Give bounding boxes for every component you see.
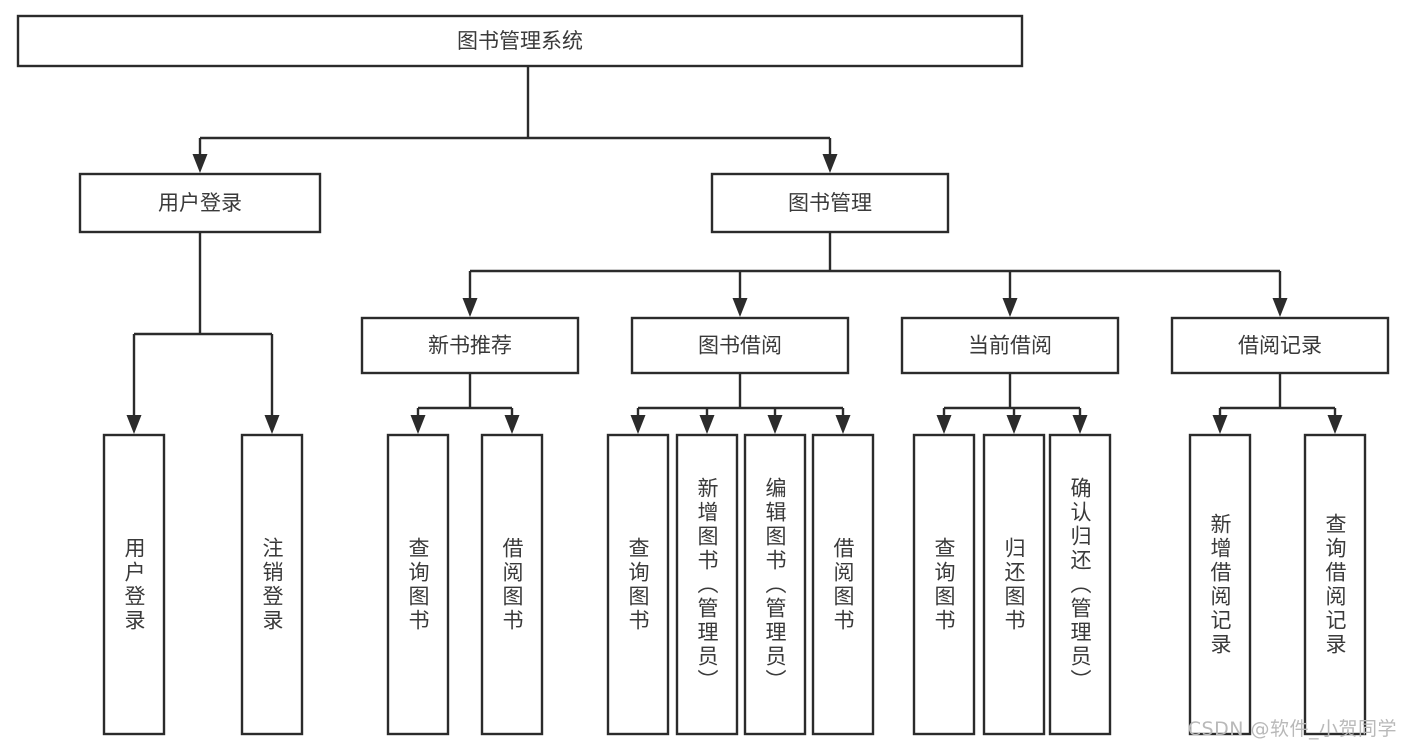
node-leaf-return-book[interactable] [982, 433, 1046, 736]
node-box-leaf-add-borrow-record[interactable] [1188, 433, 1252, 736]
node-box-root[interactable] [16, 14, 1024, 68]
node-box-new-book-recommend[interactable] [360, 316, 580, 375]
node-leaf-borrow-book-recommend[interactable] [480, 433, 544, 736]
node-box-leaf-query-borrow-record[interactable] [1303, 433, 1367, 736]
node-leaf-add-book-admin[interactable] [675, 433, 739, 736]
node-leaf-borrow-book[interactable] [811, 433, 875, 736]
arrow-down-icon [822, 154, 838, 173]
node-label-borrow-record: 借阅记录 [1238, 334, 1322, 358]
node-leaf-query-book-borrow[interactable] [606, 433, 670, 736]
node-new-book-recommend[interactable]: 新书推荐 [360, 316, 580, 375]
arrow-down-icon [835, 415, 851, 434]
node-box-leaf-user-logout[interactable] [240, 433, 304, 736]
node-box-book-borrow[interactable] [630, 316, 850, 375]
node-leaf-confirm-return-admin[interactable] [1048, 433, 1112, 736]
arrow-down-icon [1072, 415, 1088, 434]
node-label-book-borrow: 图书借阅 [698, 334, 782, 358]
node-box-leaf-edit-book-admin[interactable] [743, 433, 807, 736]
arrow-down-icon [1327, 415, 1343, 434]
arrow-down-icon [410, 415, 426, 434]
node-box-leaf-user-login[interactable] [102, 433, 166, 736]
node-root[interactable]: 图书管理系统 [16, 14, 1024, 68]
node-leaf-add-borrow-record[interactable] [1188, 433, 1252, 736]
node-borrow-record[interactable]: 借阅记录 [1170, 316, 1390, 375]
node-label-user-login: 用户登录 [158, 191, 242, 215]
arrow-down-icon [767, 415, 783, 434]
arrow-down-icon [1002, 298, 1018, 317]
arrow-down-icon [1272, 298, 1288, 317]
arrow-down-icon [264, 415, 280, 434]
arrow-down-icon [1212, 415, 1228, 434]
node-box-leaf-add-book-admin[interactable] [675, 433, 739, 736]
node-box-leaf-confirm-return-admin[interactable] [1048, 433, 1112, 736]
arrow-down-icon [126, 415, 142, 434]
arrow-down-icon [936, 415, 952, 434]
node-leaf-query-book-recommend[interactable] [386, 433, 450, 736]
arrow-down-icon [732, 298, 748, 317]
node-label-book-management: 图书管理 [788, 191, 872, 215]
node-leaf-user-logout[interactable] [240, 433, 304, 736]
node-box-leaf-borrow-book[interactable] [811, 433, 875, 736]
node-book-management[interactable]: 图书管理 [710, 172, 950, 234]
node-box-book-management[interactable] [710, 172, 950, 234]
arrow-down-icon [504, 415, 520, 434]
node-box-leaf-return-book[interactable] [982, 433, 1046, 736]
node-leaf-user-login[interactable] [102, 433, 166, 736]
node-leaf-query-book-current[interactable] [912, 433, 976, 736]
arrow-down-icon [462, 298, 478, 317]
connectors-layer [126, 66, 1343, 434]
node-box-leaf-borrow-book-recommend[interactable] [480, 433, 544, 736]
node-user-login[interactable]: 用户登录 [78, 172, 322, 234]
node-box-user-login[interactable] [78, 172, 322, 234]
node-box-leaf-query-book-borrow[interactable] [606, 433, 670, 736]
arrow-down-icon [630, 415, 646, 434]
watermark-text: CSDN @软件_小贺同学 [1187, 718, 1397, 740]
node-leaf-query-borrow-record[interactable] [1303, 433, 1367, 736]
node-leaf-edit-book-admin[interactable] [743, 433, 807, 736]
node-box-leaf-query-book-current[interactable] [912, 433, 976, 736]
node-label-root: 图书管理系统 [457, 29, 583, 53]
node-book-borrow[interactable]: 图书借阅 [630, 316, 850, 375]
arrow-down-icon [192, 154, 208, 173]
node-box-leaf-query-book-recommend[interactable] [386, 433, 450, 736]
node-current-borrow[interactable]: 当前借阅 [900, 316, 1120, 375]
node-label-new-book-recommend: 新书推荐 [428, 334, 512, 358]
node-box-borrow-record[interactable] [1170, 316, 1390, 375]
arrow-down-icon [699, 415, 715, 434]
arrow-down-icon [1006, 415, 1022, 434]
node-label-current-borrow: 当前借阅 [968, 334, 1052, 358]
node-box-current-borrow[interactable] [900, 316, 1120, 375]
